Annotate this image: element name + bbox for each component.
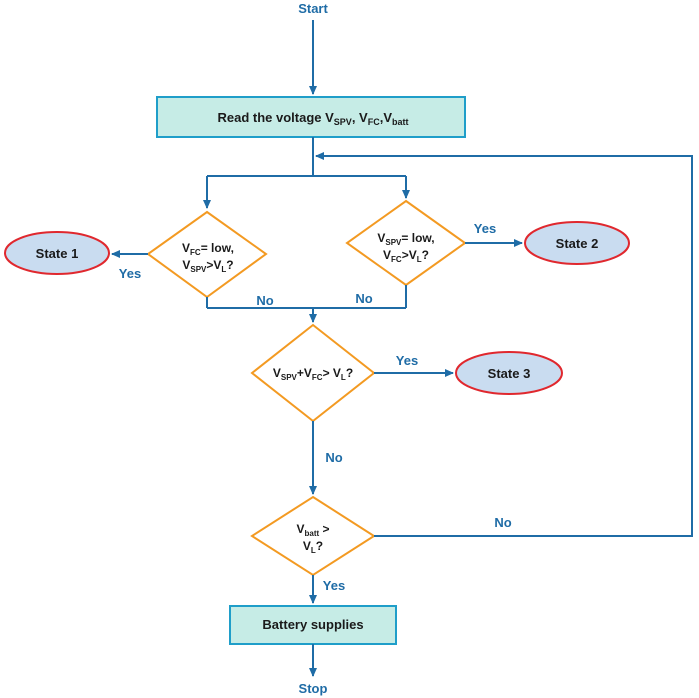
d1-no-label: No bbox=[256, 293, 273, 308]
decision-2-line1: VSPV= low, bbox=[377, 231, 434, 247]
stop-label: Stop bbox=[299, 681, 328, 696]
read-voltage-box bbox=[156, 96, 466, 138]
d3-yes-label: Yes bbox=[396, 353, 418, 368]
d3-no-label: No bbox=[325, 450, 342, 465]
battery-supplies-box bbox=[229, 605, 397, 645]
edge-d4-no-loop bbox=[315, 152, 693, 537]
d4-yes-label: Yes bbox=[323, 578, 345, 593]
decision-4-line2: VL? bbox=[303, 539, 323, 555]
state-1-node bbox=[4, 231, 110, 275]
d1-yes-label: Yes bbox=[119, 266, 141, 281]
state-3-label: State 3 bbox=[488, 366, 531, 381]
d2-no-label: No bbox=[355, 291, 372, 306]
state-2-label: State 2 bbox=[556, 236, 599, 251]
decision-1-line2: VSPV>VL? bbox=[182, 258, 233, 274]
state-3-node bbox=[455, 351, 563, 395]
d4-no-label: No bbox=[494, 515, 511, 530]
d2-yes-label: Yes bbox=[474, 221, 496, 236]
decision-3-label: VSPV+VFC> VL? bbox=[273, 366, 353, 382]
battery-supplies-label: Battery supplies bbox=[262, 617, 363, 632]
decision-4-line1: Vbatt > bbox=[296, 522, 329, 538]
state-2-node bbox=[524, 221, 630, 265]
decision-2-line2: VFC>VL? bbox=[383, 248, 429, 264]
state-1-label: State 1 bbox=[36, 246, 79, 261]
start-label: Start bbox=[298, 1, 328, 16]
decision-1-line1: VFC= low, bbox=[182, 241, 234, 257]
read-voltage-label: Read the voltage VSPV, VFC,Vbatt bbox=[217, 110, 408, 127]
